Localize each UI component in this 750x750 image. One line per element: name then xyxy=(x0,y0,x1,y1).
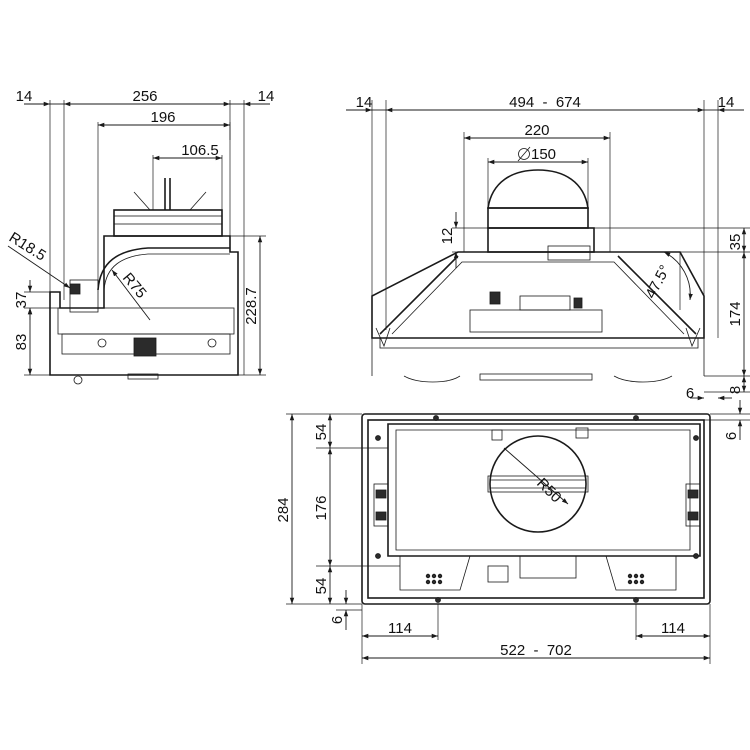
top-dim-6-left: 6 xyxy=(329,616,346,624)
top-dim-54-top: 54 xyxy=(313,424,330,441)
front-view: 14 494 - 674 14 220 150 12 35 47.5° 174 … xyxy=(346,94,750,402)
side-dim-256: 256 xyxy=(132,88,157,105)
front-dim-8: 8 xyxy=(727,386,744,394)
front-dim-35: 35 xyxy=(727,234,744,251)
diameter-symbol-icon xyxy=(517,146,531,162)
side-dim-83: 83 xyxy=(13,334,30,351)
front-dim-14-right: 14 xyxy=(718,94,735,111)
top-dim-114-left: 114 xyxy=(388,620,412,637)
front-dim-174: 174 xyxy=(727,301,744,326)
front-dim-220: 220 xyxy=(524,122,549,139)
top-dim-284: 284 xyxy=(275,497,292,522)
side-dim-196: 196 xyxy=(150,109,175,126)
front-dim-angle: 47.5° xyxy=(642,262,674,301)
front-dim-12: 12 xyxy=(439,228,456,245)
right-clamp xyxy=(685,483,701,527)
side-view: 14 256 14 196 106.5 R18.5 R75 37 83 228.… xyxy=(6,88,275,385)
top-view: 6 54 284 176 54 6 R50 114 114 522 - 702 xyxy=(275,400,750,664)
left-connector-pins xyxy=(425,573,443,585)
top-dim-54-bottom: 54 xyxy=(313,578,330,595)
side-dim-37: 37 xyxy=(13,292,30,309)
side-dim-r75: R75 xyxy=(119,270,150,302)
left-clamp xyxy=(373,483,389,527)
front-dim-14-left: 14 xyxy=(356,94,373,111)
side-view-body xyxy=(49,178,239,385)
top-dim-length-range: 522 - 702 xyxy=(500,642,572,659)
front-dim-width-range: 494 - 674 xyxy=(509,94,581,111)
side-dim-14-right: 14 xyxy=(258,88,275,105)
top-view-body xyxy=(361,413,711,605)
right-connector-pins xyxy=(627,573,645,585)
top-dim-176: 176 xyxy=(313,495,330,520)
top-dim-6-right: 6 xyxy=(723,432,740,440)
front-dim-6: 6 xyxy=(686,385,694,402)
top-dim-114-right: 114 xyxy=(661,620,685,637)
side-dim-14-left: 14 xyxy=(16,88,33,105)
side-dim-106-5: 106.5 xyxy=(181,142,219,159)
side-dim-228-7: 228.7 xyxy=(243,287,260,325)
top-dim-r50: R50 xyxy=(533,475,564,506)
front-dim-150: 150 xyxy=(531,146,556,163)
